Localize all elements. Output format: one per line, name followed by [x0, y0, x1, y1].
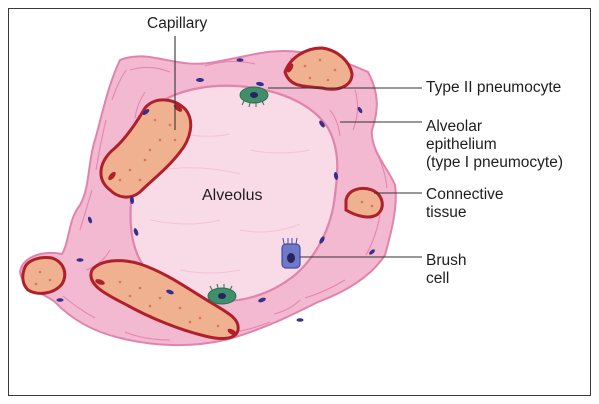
label-connective-tissue-line1: Connective [426, 186, 504, 204]
capillary-far-left [23, 258, 65, 294]
label-alveolus: Alveolus [202, 187, 262, 205]
label-capillary: Capillary [147, 15, 207, 33]
label-connective-tissue: Connective tissue [426, 186, 504, 222]
label-alveolar-epithelium-line1: Alveolar [426, 118, 563, 136]
label-alveolar-epithelium-line3: (type I pneumocyte) [426, 154, 563, 172]
label-connective-tissue-line2: tissue [426, 204, 504, 222]
label-brush-cell-line1: Brush [426, 252, 467, 270]
label-brush-cell-line2: cell [426, 270, 467, 288]
label-brush-cell: Brush cell [426, 252, 467, 288]
label-alveolar-epithelium: Alveolar epithelium (type I pneumocyte) [426, 118, 563, 172]
label-alveolar-epithelium-line2: epithelium [426, 136, 563, 154]
label-type-ii-pneumocyte: Type II pneumocyte [426, 79, 561, 97]
